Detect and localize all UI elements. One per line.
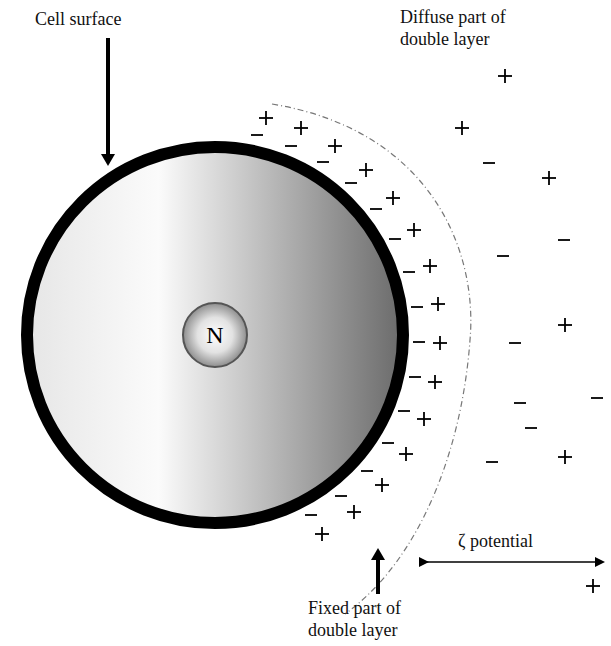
fixed-positive-charges (259, 111, 447, 541)
diffuse-ions (455, 69, 603, 593)
fixed-layer-arrow (376, 556, 380, 594)
fixed-layer-label: Fixed part of double layer (308, 597, 430, 641)
zeta-potential-label: ζ potential (458, 530, 533, 552)
diffuse-layer-boundary (272, 104, 471, 614)
fixed-negative-charges (251, 135, 425, 515)
diffuse-layer-label: Diffuse part of double layer (400, 6, 528, 50)
cell-membrane (27, 147, 403, 523)
cell-surface-arrow (106, 38, 110, 158)
cell-surface-label: Cell surface (35, 8, 121, 30)
zeta-span-arrow (424, 561, 600, 563)
nucleus-circle: N (181, 301, 249, 369)
nucleus-label: N (206, 323, 223, 347)
nucleus-shape (183, 303, 247, 367)
